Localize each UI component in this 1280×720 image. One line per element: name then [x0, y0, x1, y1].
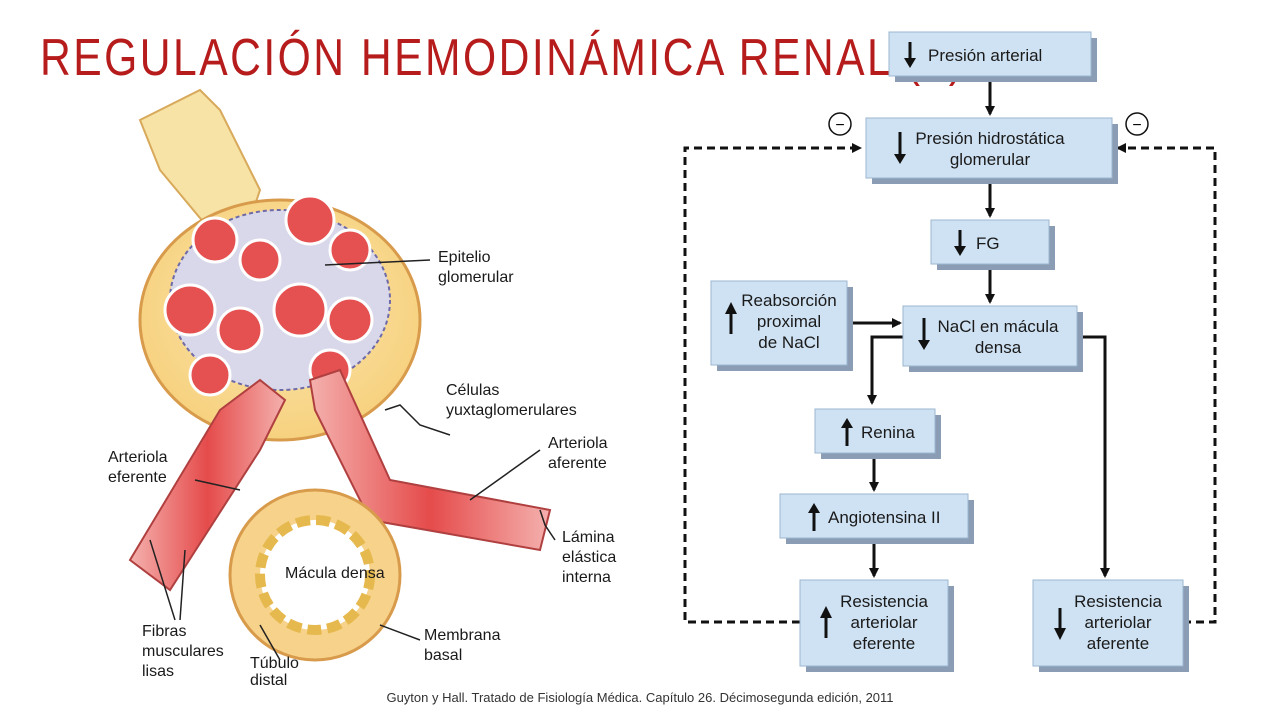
- arrow-down-icon: [894, 132, 906, 164]
- arrow-down-icon: [918, 318, 930, 350]
- label-lamina-2: elástica: [562, 549, 616, 566]
- label-membrana-2: basal: [424, 647, 462, 664]
- arrow-up-icon: [841, 418, 853, 446]
- nacl-line1: NaCl en mácula: [938, 317, 1059, 336]
- box-renina: Renina: [814, 408, 941, 459]
- macula-densa: [255, 515, 375, 635]
- label-celulas-1: Células: [446, 382, 499, 399]
- label-tubulo-2: distal: [250, 672, 287, 685]
- juxtaglomerular-illustration: Epitelio glomerular Células yuxtaglomeru…: [108, 88, 616, 685]
- box-presion-arterial: Presión arterial: [888, 31, 1097, 82]
- arrow-down-icon: [1054, 608, 1066, 640]
- arrow-up-icon: [820, 606, 832, 638]
- page-title: REGULACIÓN HEMODINÁMICA RENAL (4): [40, 29, 966, 87]
- presion-hidro-line2: glomerular: [950, 150, 1031, 169]
- box-nacl: NaCl en mácula densa: [902, 305, 1083, 372]
- box-res-eferente: Resistencia arteriolar eferente: [799, 579, 954, 672]
- box-res-aferente: Resistencia arteriolar aferente: [1032, 579, 1189, 672]
- label-celulas-2: yuxtaglomerulares: [446, 402, 577, 419]
- renina-label: Renina: [861, 423, 915, 442]
- source-caption: Guyton y Hall. Tratado de Fisiología Méd…: [386, 690, 894, 705]
- nacl-line2: densa: [975, 338, 1022, 357]
- res-aferente-line3: aferente: [1087, 634, 1149, 653]
- box-reabsorcion: Reabsorción proximal de NaCl: [710, 280, 853, 371]
- reabsorcion-line1: Reabsorción: [741, 291, 836, 310]
- res-aferente-line1: Resistencia: [1074, 592, 1162, 611]
- label-eferente-2: eferente: [108, 469, 167, 486]
- res-eferente-line2: arteriolar: [850, 613, 917, 632]
- box-presion-hidrostatica: Presión hidrostática glomerular: [865, 117, 1118, 184]
- res-aferente-line2: arteriolar: [1084, 613, 1151, 632]
- reabsorcion-line3: de NaCl: [758, 333, 819, 352]
- label-fibras-2: musculares: [142, 643, 224, 660]
- res-eferente-line3: eferente: [853, 634, 915, 653]
- label-macula: Mácula densa: [285, 565, 385, 582]
- label-epitelio-1: Epitelio: [438, 249, 491, 266]
- svg-text:−: −: [1132, 117, 1141, 134]
- label-lamina-3: interna: [562, 569, 611, 586]
- res-eferente-line1: Resistencia: [840, 592, 928, 611]
- presion-arterial-label: Presión arterial: [928, 46, 1042, 65]
- svg-text:−: −: [835, 117, 844, 134]
- label-eferente-1: Arteriola: [108, 449, 168, 466]
- feedback-connectors: [683, 143, 1217, 624]
- arrow-down-icon: [954, 230, 966, 256]
- label-epitelio-2: glomerular: [438, 269, 514, 286]
- label-aferente-1: Arteriola: [548, 435, 608, 452]
- angiotensina-label: Angiotensina II: [828, 508, 940, 527]
- afferent-arteriole: [308, 368, 552, 552]
- reabsorcion-line2: proximal: [757, 312, 821, 331]
- minus-sign-left: −: [828, 112, 852, 136]
- flow-connectors: [847, 76, 1110, 578]
- label-lamina-1: Lámina: [562, 529, 615, 546]
- label-fibras-1: Fibras: [142, 623, 186, 640]
- fg-label: FG: [976, 234, 1000, 253]
- box-angiotensina: Angiotensina II: [779, 493, 974, 544]
- arrow-up-icon: [808, 503, 820, 531]
- minus-sign-right: −: [1125, 112, 1149, 136]
- label-tubulo-1: Túbulo: [250, 655, 299, 672]
- label-fibras-3: lisas: [142, 663, 174, 680]
- efferent-arteriole: [128, 378, 287, 592]
- arrow-down-icon: [904, 42, 916, 68]
- arrow-up-icon: [725, 302, 737, 334]
- label-membrana-1: Membrana: [424, 627, 501, 644]
- label-aferente-2: aferente: [548, 455, 607, 472]
- presion-hidro-line1: Presión hidrostática: [915, 129, 1065, 148]
- box-fg: FG: [930, 219, 1055, 270]
